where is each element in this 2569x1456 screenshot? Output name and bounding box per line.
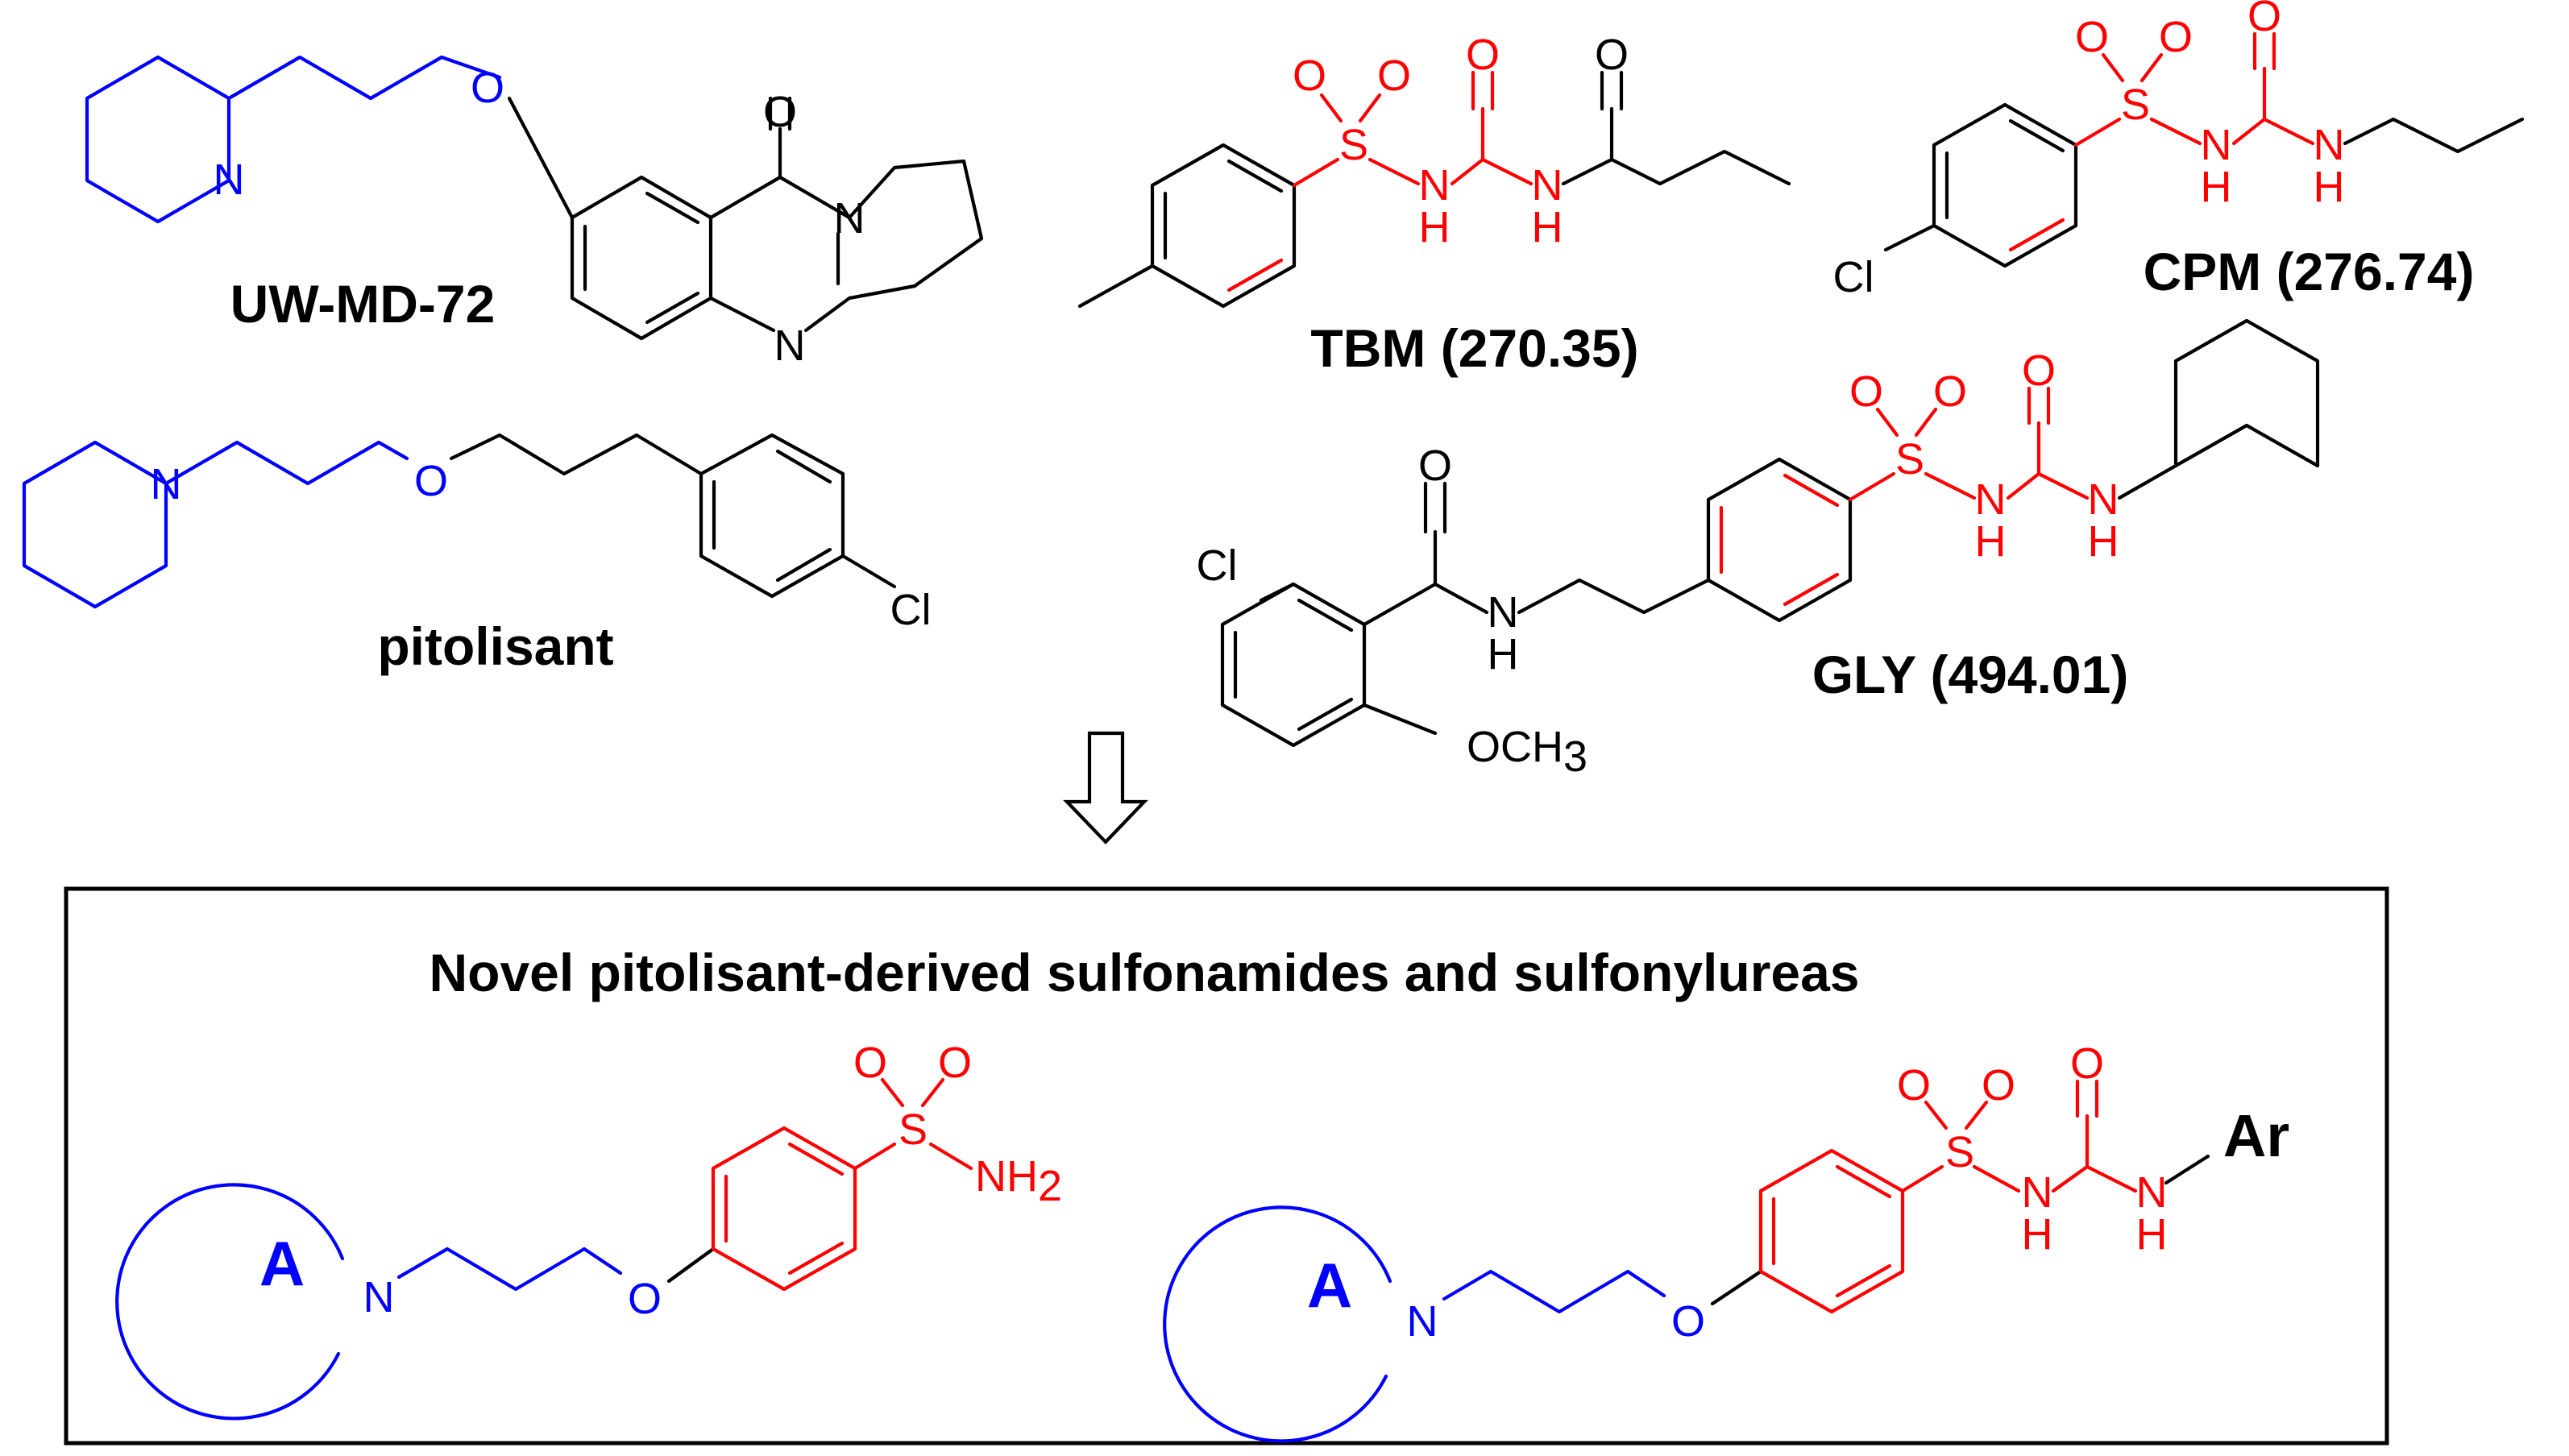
gly-sulfonyl-oxygen-2-label: O xyxy=(1933,367,1967,416)
cpm-chlorine-label: Cl xyxy=(1833,253,1874,301)
sulfonamide-amino-label: NH2 xyxy=(975,1152,1062,1210)
sulfonamide-oxygen-label: O xyxy=(628,1275,662,1323)
sulfonylurea-nitrogen-1-label: N xyxy=(2022,1168,2053,1217)
tbm-label: TBM (270.35) xyxy=(1310,318,1638,378)
gly-methoxy-label: OCH3 xyxy=(1467,723,1587,781)
uw-ring-nitrogen-label: N xyxy=(834,194,865,243)
sulfonamide-structure: A N O S O O NH2 xyxy=(115,1039,1062,1421)
pitolisant-chlorine-label: Cl xyxy=(890,586,932,634)
uw-nitrogen-label: N xyxy=(214,156,245,204)
sulfonylurea-ring-a-label: A xyxy=(1307,1250,1352,1321)
tbm-nitrogen-1-label: N xyxy=(1419,161,1451,209)
pitolisant-structure: N O Cl xyxy=(22,433,932,634)
tbm-molecular-weight: (270.35) xyxy=(1441,318,1639,378)
sulfonylurea-structure: A N O S O O N H O N H Ar xyxy=(1163,1039,2289,1443)
gly-nitrogen-2-label: N xyxy=(2088,475,2119,524)
novel-compounds-title: Novel pitolisant-derived sulfonamides an… xyxy=(429,943,1859,1002)
sulfonamide-oxygen-1-label: O xyxy=(853,1039,887,1087)
gly-hydrogen-2-label: H xyxy=(2088,517,2119,566)
gly-molecular-weight: (494.01) xyxy=(1930,645,2128,704)
gly-amide-hydrogen-label: H xyxy=(1488,630,1519,678)
tbm-urea-oxygen-label: O xyxy=(1466,31,1500,79)
pitolisant-label: pitolisant xyxy=(377,616,613,676)
tbm-sulfonyl-oxygen-1-label: O xyxy=(1293,52,1326,100)
gly-hydrogen-1-label: H xyxy=(1975,517,2007,566)
cpm-name: CPM xyxy=(2144,242,2262,301)
novel-compounds-box xyxy=(64,886,2389,1446)
sulfonylurea-oxygen-label: O xyxy=(1671,1297,1705,1346)
sulfonamide-sulfur-label: S xyxy=(899,1105,928,1154)
cpm-molecular-weight: (276.74) xyxy=(2276,242,2475,301)
sulfonamide-nitrogen-label: N xyxy=(363,1273,395,1321)
gly-label: GLY (494.01) xyxy=(1812,645,2129,704)
cpm-nitrogen-2-label: N xyxy=(2314,121,2345,169)
sulfonylurea-aryl-label: Ar xyxy=(2223,1102,2289,1169)
tbm-sulfonyl-oxygen-2-label: O xyxy=(1377,52,1411,100)
sulfonamide-amino-text: NH xyxy=(975,1152,1038,1201)
cpm-label: CPM (276.74) xyxy=(2144,242,2475,301)
cpm-urea-oxygen-label: O xyxy=(2247,0,2281,40)
cpm-nitrogen-1-label: N xyxy=(2201,121,2232,169)
cpm-sulfonyl-oxygen-1-label: O xyxy=(2075,13,2109,61)
gly-chlorine-label: Cl xyxy=(1197,541,1238,590)
tbm-hydrogen-1-label: H xyxy=(1419,203,1451,251)
cpm-hydrogen-2-label: H xyxy=(2314,163,2345,211)
sulfonylurea-sulfur-label: S xyxy=(1945,1128,1974,1176)
gly-structure: Cl O N H OCH3 S O O N H O N H xyxy=(1197,318,2320,781)
gly-methoxy-subscript: 3 xyxy=(1563,732,1587,781)
tbm-name: TBM xyxy=(1310,318,1426,378)
gly-nitrogen-1-label: N xyxy=(1975,475,2007,524)
uw-md-72-structure: N O O N N xyxy=(85,55,984,370)
sulfonylurea-hydrogen-1-label: H xyxy=(2022,1210,2053,1259)
pitolisant-oxygen-label: O xyxy=(414,457,448,505)
hollow-down-arrow-icon xyxy=(1063,731,1148,845)
tbm-nitrogen-2-label: N xyxy=(1532,161,1563,209)
tbm-hydrogen-2-label: H xyxy=(1532,203,1563,251)
cpm-sulfonyl-oxygen-2-label: O xyxy=(2159,13,2193,61)
gly-sulfonyl-oxygen-1-label: O xyxy=(1849,367,1883,416)
sulfonylurea-oxygen-1-label: O xyxy=(1897,1061,1931,1110)
sulfonylurea-nitrogen-label: N xyxy=(1407,1297,1438,1346)
uw-md-72-label: UW-MD-72 xyxy=(230,274,496,334)
uw-amidine-nitrogen-label: N xyxy=(774,321,806,370)
sulfonamide-oxygen-2-label: O xyxy=(938,1039,972,1087)
sulfonamide-amino-subscript: 2 xyxy=(1038,1162,1062,1210)
tbm-sulfur-label: S xyxy=(1339,121,1368,169)
gly-name: GLY xyxy=(1812,645,1916,704)
gly-urea-oxygen-label: O xyxy=(2022,346,2056,395)
sulfonamide-ring-a-label: A xyxy=(259,1228,305,1299)
sulfonylurea-oxygen-2-label: O xyxy=(1982,1061,2015,1110)
cpm-sulfur-label: S xyxy=(2121,81,2150,129)
gly-methoxy-text: OCH xyxy=(1467,723,1563,771)
uw-ether-oxygen-label: O xyxy=(471,64,504,112)
gly-amide-nitrogen-label: N xyxy=(1488,588,1519,637)
sulfonylurea-hydrogen-2-label: H xyxy=(2136,1210,2168,1259)
cpm-structure: Cl S O O N H O N H xyxy=(1833,0,2525,301)
tbm-carbonyl-oxygen-label: O xyxy=(1595,31,1629,79)
uw-carbonyl-oxygen-label: O xyxy=(763,88,797,136)
gly-amide-oxygen-label: O xyxy=(1418,442,1452,490)
cpm-hydrogen-1-label: H xyxy=(2201,163,2232,211)
sulfonylurea-nitrogen-2-label: N xyxy=(2136,1168,2168,1217)
gly-sulfur-label: S xyxy=(1895,435,1924,483)
tbm-structure: S O O N H O N H O xyxy=(1077,31,1791,309)
sulfonylurea-urea-oxygen-label: O xyxy=(2070,1039,2104,1088)
pitolisant-nitrogen-label: N xyxy=(151,460,182,508)
